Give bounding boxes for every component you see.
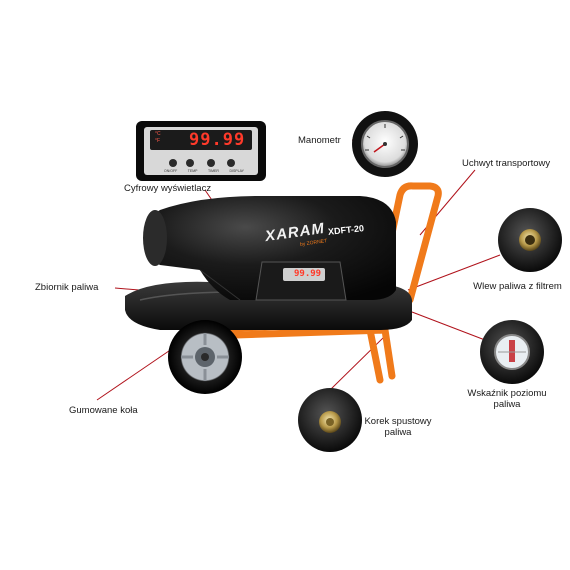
label-wheels: Gumowane koła xyxy=(69,405,138,416)
label-manometer: Manometr xyxy=(298,135,341,146)
label-drain: Korek spustowy paliwa xyxy=(364,416,432,438)
label-level: Wskaźnik poziomu paliwa xyxy=(467,388,547,410)
heater-display-digits: 99.99 xyxy=(294,269,322,279)
display-inset xyxy=(136,121,266,181)
label-fuel-tank: Zbiornik paliwa xyxy=(35,282,99,293)
manometer-inset xyxy=(352,111,418,177)
indicator-fahrenheit: °F xyxy=(155,138,161,144)
label-filler: Wlew paliwa z filtrem xyxy=(473,281,562,292)
caption-display: DISPLAY xyxy=(229,169,244,173)
caption-timer: TIMER xyxy=(208,169,219,173)
label-handle: Uchwyt transportowy xyxy=(462,158,551,169)
heater-body xyxy=(143,196,396,301)
drain-inset xyxy=(298,388,362,452)
filler-inset xyxy=(498,208,562,272)
display-indicators: °C °F xyxy=(155,131,161,145)
level-inset xyxy=(480,320,544,384)
indicator-celsius: °C xyxy=(155,131,161,137)
wheel xyxy=(168,320,242,394)
heater-display: 99.99 xyxy=(283,268,325,281)
label-digital-display: Cyfrowy wyświetlacz xyxy=(124,183,212,194)
caption-onoff: ON/OFF xyxy=(164,169,178,173)
caption-temp: TEMP xyxy=(187,169,198,173)
display-button-captions: ON/OFF TEMP TIMER DISPLAY xyxy=(164,169,244,173)
display-digits: 99.99 xyxy=(189,130,246,150)
